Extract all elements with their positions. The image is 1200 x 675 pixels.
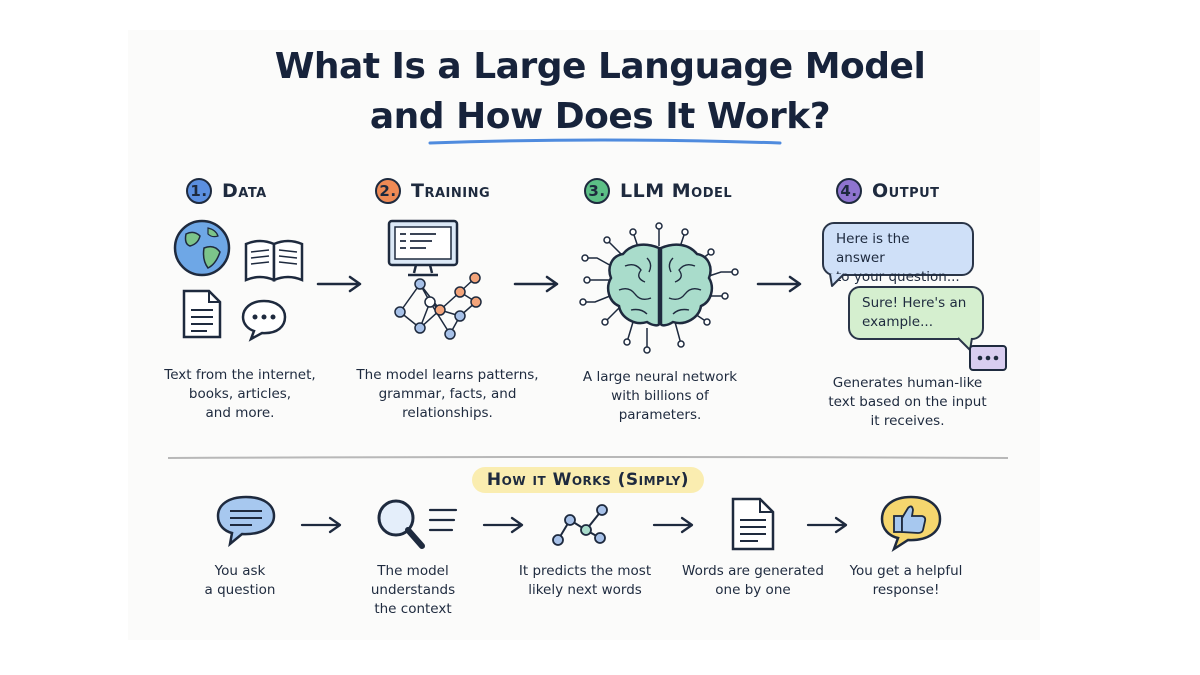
monitor-icon (387, 219, 459, 277)
title-underline (428, 138, 782, 145)
step-2-badge: 2. (375, 178, 401, 204)
step-1-header: 1. Data (186, 178, 267, 204)
flow-step-1-text: You ask a question (204, 563, 276, 598)
arrow-3-4 (756, 275, 802, 293)
generated-document-icon (731, 497, 775, 551)
step-2-label: Training (411, 180, 491, 202)
title-line-1: What Is a Large Language Model (274, 46, 926, 87)
flow-step-4-text: Words are generated one by one (682, 563, 824, 598)
arrow-b1 (300, 516, 342, 534)
step-4-description: Generates human-like text based on the i… (828, 375, 987, 429)
step-4-header: 4. Output (836, 178, 940, 204)
typing-indicator-icon (969, 345, 1007, 371)
how-it-works-heading: How it Works (Simply) (472, 467, 704, 493)
brain-circuit-icon (579, 222, 739, 354)
section-divider (167, 456, 1009, 459)
step-1-badge: 1. (186, 178, 212, 204)
step-2-header: 2. Training (375, 178, 490, 204)
output-bubble-1-tail (829, 273, 845, 287)
book-icon (244, 239, 304, 282)
magnifier-icon (377, 499, 458, 549)
output-bubble-2: Sure! Here's an example... (848, 286, 984, 340)
step-3-header: 3. LLM Model (584, 178, 732, 204)
title-line-2: and How Does It Work? (369, 96, 831, 137)
arrow-b4 (806, 516, 848, 534)
step-3-label: LLM Model (620, 180, 733, 202)
step-3-description: A large neural network with billions of … (582, 369, 738, 423)
neural-network-icon (394, 272, 482, 340)
thumbs-up-icon (880, 495, 942, 553)
output-bubble-1: Here is the answer to your question... (822, 222, 974, 285)
step-1-description: Text from the internet, books, articles,… (164, 367, 316, 421)
step-3-badge: 3. (584, 178, 610, 204)
arrow-b3 (652, 516, 694, 534)
connected-nodes-icon (552, 504, 608, 546)
step-1-label: Data (222, 180, 267, 202)
document-icon (182, 289, 222, 339)
flow-step-2-text: The model understands the context (370, 563, 456, 617)
step-2-description: The model learns patterns, grammar, fact… (356, 367, 539, 421)
arrow-1-2 (316, 275, 362, 293)
step-4-badge: 4. (836, 178, 862, 204)
question-bubble-icon (216, 495, 276, 548)
flow-step-3-text: It predicts the most likely next words (518, 563, 652, 598)
step-4-label: Output (872, 180, 940, 202)
arrow-2-3 (513, 275, 559, 293)
flow-step-5-text: You get a helpful response! (849, 563, 963, 598)
arrow-b2 (482, 516, 524, 534)
globe-icon (173, 219, 231, 277)
chat-bubble-icon (241, 299, 287, 342)
